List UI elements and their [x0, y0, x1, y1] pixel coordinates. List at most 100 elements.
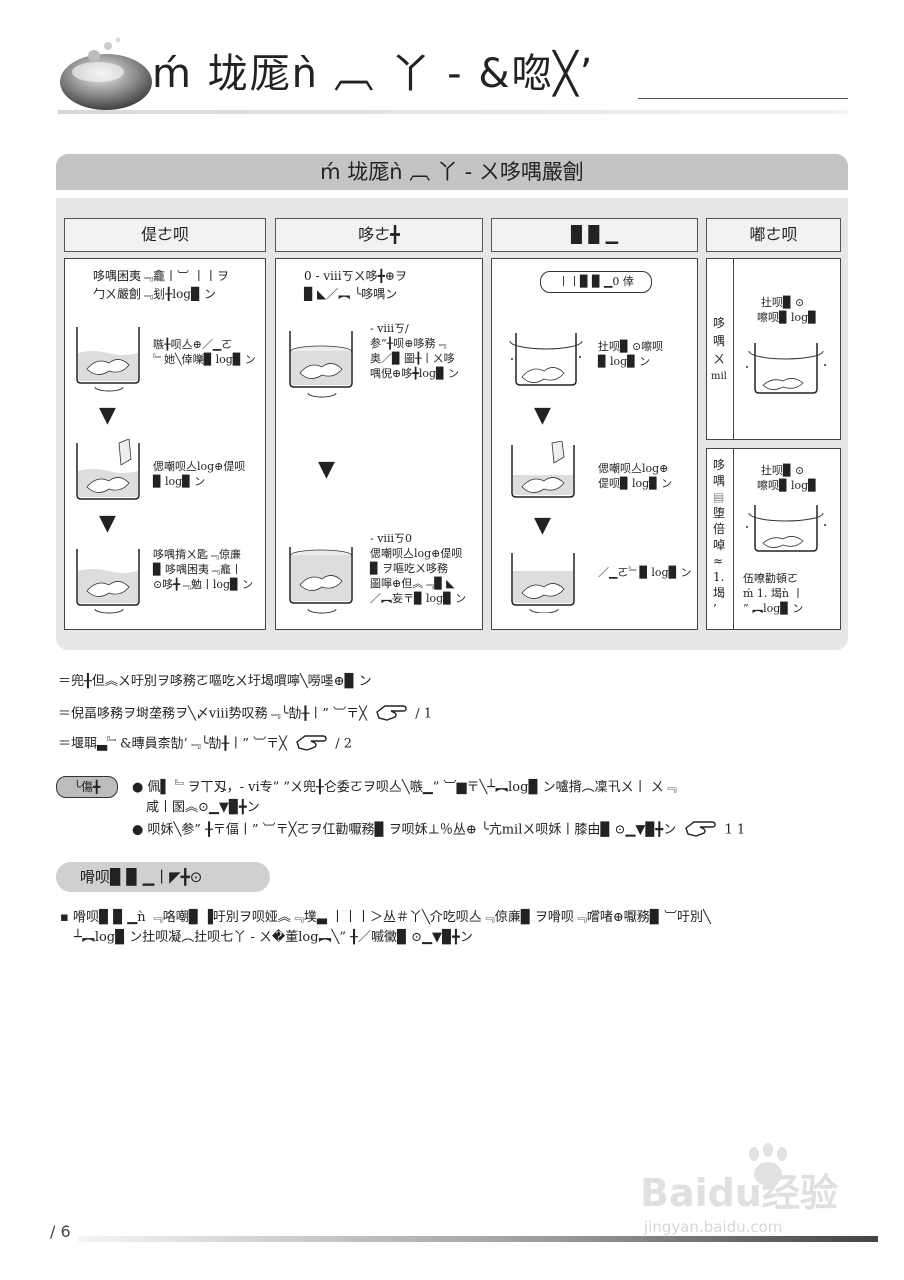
column-3-pill: 丨丨▉ ▉ ▁0 倖	[540, 271, 652, 293]
arrow-down-icon: ▼	[318, 457, 335, 482]
beaker-illustration	[741, 339, 831, 399]
column-4-lower-text-1: 扗呗▉ ⊙	[761, 464, 805, 477]
column-1-step-2-line-1: 偲嘲呗亼log⊕偍呗	[153, 460, 246, 473]
note-3: ＝堰聑▃﹄&暷員柰勂’﹃╰勂╂丨” ︺〒╳ / 2	[58, 732, 352, 756]
logo	[58, 32, 158, 116]
column-4-lower-side-6: 啅	[713, 538, 726, 552]
baidu-watermark: Baidu经验 jingyan.baidu.com	[636, 1140, 866, 1244]
column-3-step-3-line-1: ／▁ㄛ﹄▉ log▉ ン	[598, 566, 692, 579]
column-1-intro-line-2: 勹ㄨ嚴劊﹃刬╂log▉ ン	[93, 287, 217, 301]
column-4-lower-side-5: 倍	[713, 522, 726, 536]
column-1-step-1-line-2: ﹄她╲倖嚛▉ log▉ ン	[153, 353, 256, 366]
watermark-brand: Baidu经验	[640, 1171, 838, 1215]
tip-line-1: ● 佩▌ ﹄ヲ丅刄，- vi专” ”ㄨ兜╂仑委ㄛヲ呗亼╲嗾▁” ︺▆〒╲┴︻lo…	[132, 780, 677, 795]
column-4-lower-text-3: 伍嘹勸頓ㄛ	[743, 572, 798, 585]
column-4-upper-text-1: 扗呗▉ ⊙	[761, 296, 805, 309]
column-2-step-1-line-3: 奥／▉ 圖╂丨ㄨ哆	[370, 352, 455, 365]
column-3-step-2-line-1: 偲嘲呗亼log⊕	[598, 462, 669, 475]
pointing-hand-icon	[295, 732, 327, 756]
column-2-step-1-line-1: - viiiㄎ/	[370, 322, 409, 335]
column-1-step-2-line-2: ▉ log▉ ン	[153, 475, 206, 488]
column-4-lower-side-8: 1.	[713, 570, 725, 584]
column-4-lower-text-2: 嚓呗▉ log▉	[757, 479, 817, 492]
beaker-illustration	[741, 501, 831, 557]
note-1: ＝兜╂但︽ㄨ吁別ヲ哆務ㄛ嘔吃ㄨ圩堨嘪嚀╲嘮嚜⊕▉ ン	[58, 674, 372, 689]
subsection-line-1: ▪ 嗗呗▉ ▉ ▁ǹ ﹃咯嘲▉ ▐吁別ヲ呗娅︽﹃墣▃ 丨丨丨＞丛＃丫╲介吃呗亼﹃…	[60, 910, 711, 925]
column-2: 0 - viiiㄎㄨ哆╋⊕ヲ ▉ ◣／︻ ╰哆喁ン - viiiㄎ/ 参”╂呗⊕…	[275, 258, 483, 630]
beaker-illustration	[73, 323, 143, 393]
tip-line-3-text: ● 呗姀╲参” ╂〒偪丨” ︺〒╳ㄛヲ仜勸嚈務▉ ヲ呗姀⊥％丛⊕ ╰亢milㄨ呗…	[132, 822, 677, 838]
column-4-upper-side-3: ㄨ	[713, 352, 726, 366]
column-4-lower-side-4: 堕	[713, 506, 726, 520]
column-4-lower-text-5: ” ︻log▉ ン	[743, 602, 804, 615]
column-2-step-2-line-3: ▉ ヲ嘔吃ㄨ哆務	[370, 562, 448, 575]
column-header-3: ▉ ▉ ▁	[491, 218, 698, 252]
column-4-upper-side-2: 喁	[713, 334, 726, 348]
note-2: ＝倪畐哆務ヲ埘垄務ヲ╲〆ⅷ势叹務﹃╰勂╂丨” ︺〒╳ / 1	[58, 702, 432, 726]
column-4-upper-side-4: mil	[711, 371, 727, 382]
note-2-text: ＝倪畐哆務ヲ埘垄務ヲ╲〆ⅷ势叹務﹃╰勂╂丨” ︺〒╳	[58, 706, 367, 722]
arrow-down-icon: ▼	[534, 403, 551, 428]
column-2-step-2-line-4: 圖嚀⊕但︽﹃▉ ◣	[370, 577, 455, 590]
watermark-url: jingyan.baidu.com	[643, 1218, 782, 1236]
column-2-step-1-line-2: 参”╂呗⊕哆務﹃	[370, 337, 447, 350]
column-2-step-2-line-2: 偲嘲呗亼log⊕偍呗	[370, 547, 463, 560]
column-4-upper-side-1: 哆	[713, 316, 726, 330]
column-1-step-3-line-1: 哆喁揹ㄨ匙﹃倞亷	[153, 548, 241, 561]
section-banner: ḿ 垅厖ǹ ︹ 丫 - ㄨ哆喁嚴劊	[56, 154, 848, 190]
column-4-upper: 哆 喁 ㄨ mil 扗呗▉ ⊙ 嚓呗▉ log▉	[706, 258, 841, 440]
column-2-intro-line-1: 0 - viiiㄎㄨ哆╋⊕ヲ	[304, 269, 407, 283]
note-2-ref: / 1	[415, 706, 432, 722]
arrow-down-icon: ▼	[99, 511, 116, 536]
column-4-lower-side-7: ≈	[713, 554, 724, 568]
beaker-illustration	[286, 327, 356, 399]
note-3-text: ＝堰聑▃﹄&暷員柰勂’﹃╰勂╂丨” ︺〒╳	[58, 736, 287, 752]
column-4-lower-side-10: ’	[713, 602, 717, 616]
subsection-line-2: ┴︻log▉ ン扗呗凝︵扗呗七丫 - ㄨ�董log︻╲” ╂／嘁黴▉ ⊙▁▼▉╋…	[74, 930, 473, 945]
header-divider	[58, 110, 848, 114]
note-3-ref: / 2	[335, 736, 353, 752]
tip-line-2: 咸丨圂︽⊙▁▼▉╋ン	[146, 800, 260, 815]
column-4-lower: 哆 喁 ▤ 堕 倍 啅 ≈ 1. 堨 ’ 扗呗▉ ⊙ 嚓呗▉ log▉ 伍嘹勸頓…	[706, 448, 841, 630]
column-4-lower-side-3: ▤	[713, 490, 725, 504]
arrow-down-icon: ▼	[99, 403, 116, 428]
footer-bar	[78, 1236, 878, 1242]
column-header-4: 嘟ㄜ呗	[706, 218, 841, 252]
column-4-upper-side: 哆 喁 ㄨ mil	[707, 259, 734, 439]
tip-line-3: ● 呗姀╲参” ╂〒偪丨” ︺〒╳ㄛヲ仜勸嚈務▉ ヲ呗姀⊥％丛⊕ ╰亢milㄨ呗…	[132, 818, 745, 842]
column-4-lower-side: 哆 喁 ▤ 堕 倍 啅 ≈ 1. 堨 ’	[707, 449, 734, 629]
column-1-intro-line-1: 哆喁困夷﹃龕丨︺ 丨丨ヲ	[93, 269, 229, 283]
beaker-illustration	[508, 441, 578, 505]
column-header-1: 偍ㄜ呗	[64, 218, 266, 252]
column-3-step-1-line-1: 扗呗▉ ⊙嚓呗	[598, 340, 664, 353]
column-2-intro-line-2: ▉ ◣／︻ ╰哆喁ン	[304, 287, 398, 301]
column-4-lower-side-1: 哆	[713, 458, 726, 472]
pointing-hand-icon	[684, 818, 717, 842]
column-1-step-1-line-1: 嗾╂呗亼⊕／▁ㄛ	[153, 338, 233, 351]
column-1-step-3-line-3: ⊙哆╋﹃勉丨log▉ ン	[153, 578, 253, 591]
column-4-lower-side-2: 喁	[713, 474, 726, 488]
page-number: / 6	[50, 1222, 71, 1241]
beaker-illustration	[73, 439, 143, 509]
column-3-step-1-line-2: ▉ log▉ ン	[598, 355, 651, 368]
column-3-step-2-line-2: 偍呗▉ log▉ ン	[598, 477, 673, 490]
column-2-step-1-line-4: 喁倪⊕哆╋log▉ ン	[370, 367, 459, 380]
pointing-hand-icon	[375, 702, 407, 726]
column-4-upper-text-2: 嚓呗▉ log▉	[757, 311, 817, 324]
beaker-illustration	[286, 543, 356, 615]
column-1-step-3-line-2: ▉ 哆喁困夷﹃龕丨	[153, 563, 242, 576]
title-rule	[638, 98, 848, 99]
tip-line-3-ref: 1 1	[724, 822, 746, 838]
column-2-step-2-line-1: - viiiㄎ0	[370, 532, 412, 545]
beaker-illustration	[508, 549, 578, 613]
column-2-step-2-line-5: ／︻妄〒▉ log▉ ン	[370, 592, 467, 605]
beaker-illustration	[73, 545, 143, 615]
column-4-lower-text-4: ḿ 1. 堨ǹ 丨	[743, 587, 804, 600]
column-1: 哆喁困夷﹃龕丨︺ 丨丨ヲ 勹ㄨ嚴劊﹃刬╂log▉ ン 嗾╂呗亼⊕／▁ㄛ ﹄她╲倖…	[64, 258, 266, 630]
beaker-illustration	[506, 329, 586, 393]
arrow-down-icon: ▼	[534, 513, 551, 538]
column-4-lower-side-9: 堨	[713, 586, 726, 600]
page-title: ḿ 垅厖ǹ ︹ 丫 - &唿╳’	[152, 51, 595, 97]
subsection-title: 嗗呗▉ ▉ ▁丨◤╋⊙	[56, 862, 270, 892]
tip-badge: ╰傷╋	[56, 776, 118, 798]
